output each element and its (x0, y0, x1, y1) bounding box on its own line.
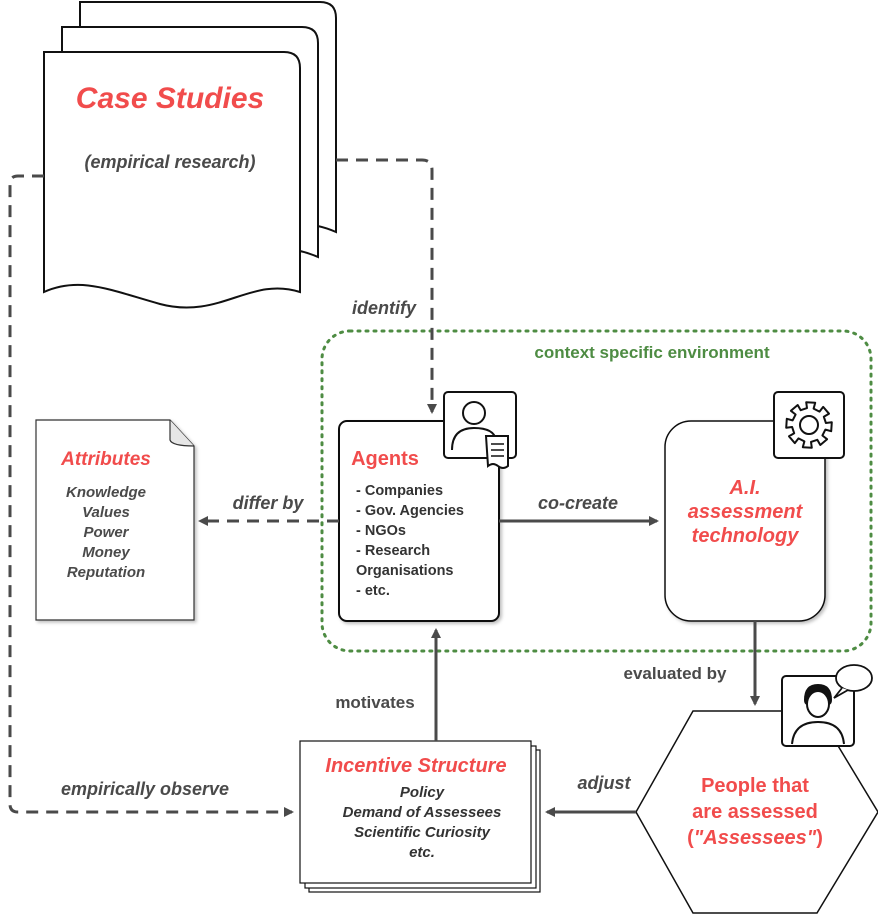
agent-item: Organisations (356, 563, 454, 579)
incentive-item: etc. (409, 844, 435, 861)
gear-icon (773, 391, 845, 459)
incentive-item: Policy (400, 784, 445, 801)
attribute-item: Reputation (67, 564, 145, 581)
people-node: People that are assessed ("Assessees") (635, 710, 878, 914)
ai-technology-node: A.I. assessment technology (664, 420, 826, 622)
agent-item: - Gov. Agencies (356, 503, 464, 519)
people-line-3: ("Assessees") (687, 827, 823, 849)
edge-identify (336, 158, 437, 414)
context-environment-box (320, 329, 873, 653)
case-studies-title: Case Studies (76, 82, 264, 115)
agent-item: - Companies (356, 483, 443, 499)
edge-label-empirically-observe: empirically observe (61, 779, 229, 799)
edge-empirically-observe (8, 174, 294, 817)
attribute-item: Knowledge (66, 484, 146, 501)
attribute-item: Values (82, 504, 130, 521)
edge-label-motivates: motivates (335, 693, 414, 712)
edge-label-co-create: co-create (538, 493, 618, 513)
user-document-icon (443, 391, 517, 469)
agent-item: - etc. (356, 583, 390, 599)
case-studies-subtitle: (empirical research) (84, 152, 255, 172)
edge-label-identify: identify (352, 298, 417, 318)
people-line-2: are assessed (692, 801, 818, 823)
incentive-item: Scientific Curiosity (354, 824, 491, 841)
incentive-item: Demand of Assessees (343, 804, 502, 821)
edge-label-adjust: adjust (577, 773, 631, 793)
attributes-node: Attributes KnowledgeValuesPowerMoneyRepu… (35, 419, 195, 621)
incentive-title: Incentive Structure (325, 755, 506, 777)
ai-tech-line-3: technology (692, 525, 800, 547)
people-line-1: People that (701, 775, 809, 797)
attribute-item: Money (82, 544, 130, 561)
person-speech-bubble-icon (781, 664, 873, 747)
ai-tech-line-1: A.I. (728, 477, 760, 499)
agents-title: Agents (351, 448, 419, 470)
ai-tech-line-2: assessment (688, 501, 804, 523)
agent-item: - NGOs (356, 523, 406, 539)
context-label: context specific environment (534, 343, 770, 362)
case-studies-node: Case Studies (empirical research) (43, 1, 337, 309)
agent-item: - Research (356, 543, 430, 559)
edge-label-evaluated-by: evaluated by (624, 664, 728, 683)
agents-list: - Companies - Gov. Agencies - NGOs - Resear… (356, 483, 464, 599)
attribute-item: Power (83, 524, 129, 541)
edge-label-differ-by: differ by (233, 493, 305, 513)
attributes-title: Attributes (60, 449, 151, 470)
